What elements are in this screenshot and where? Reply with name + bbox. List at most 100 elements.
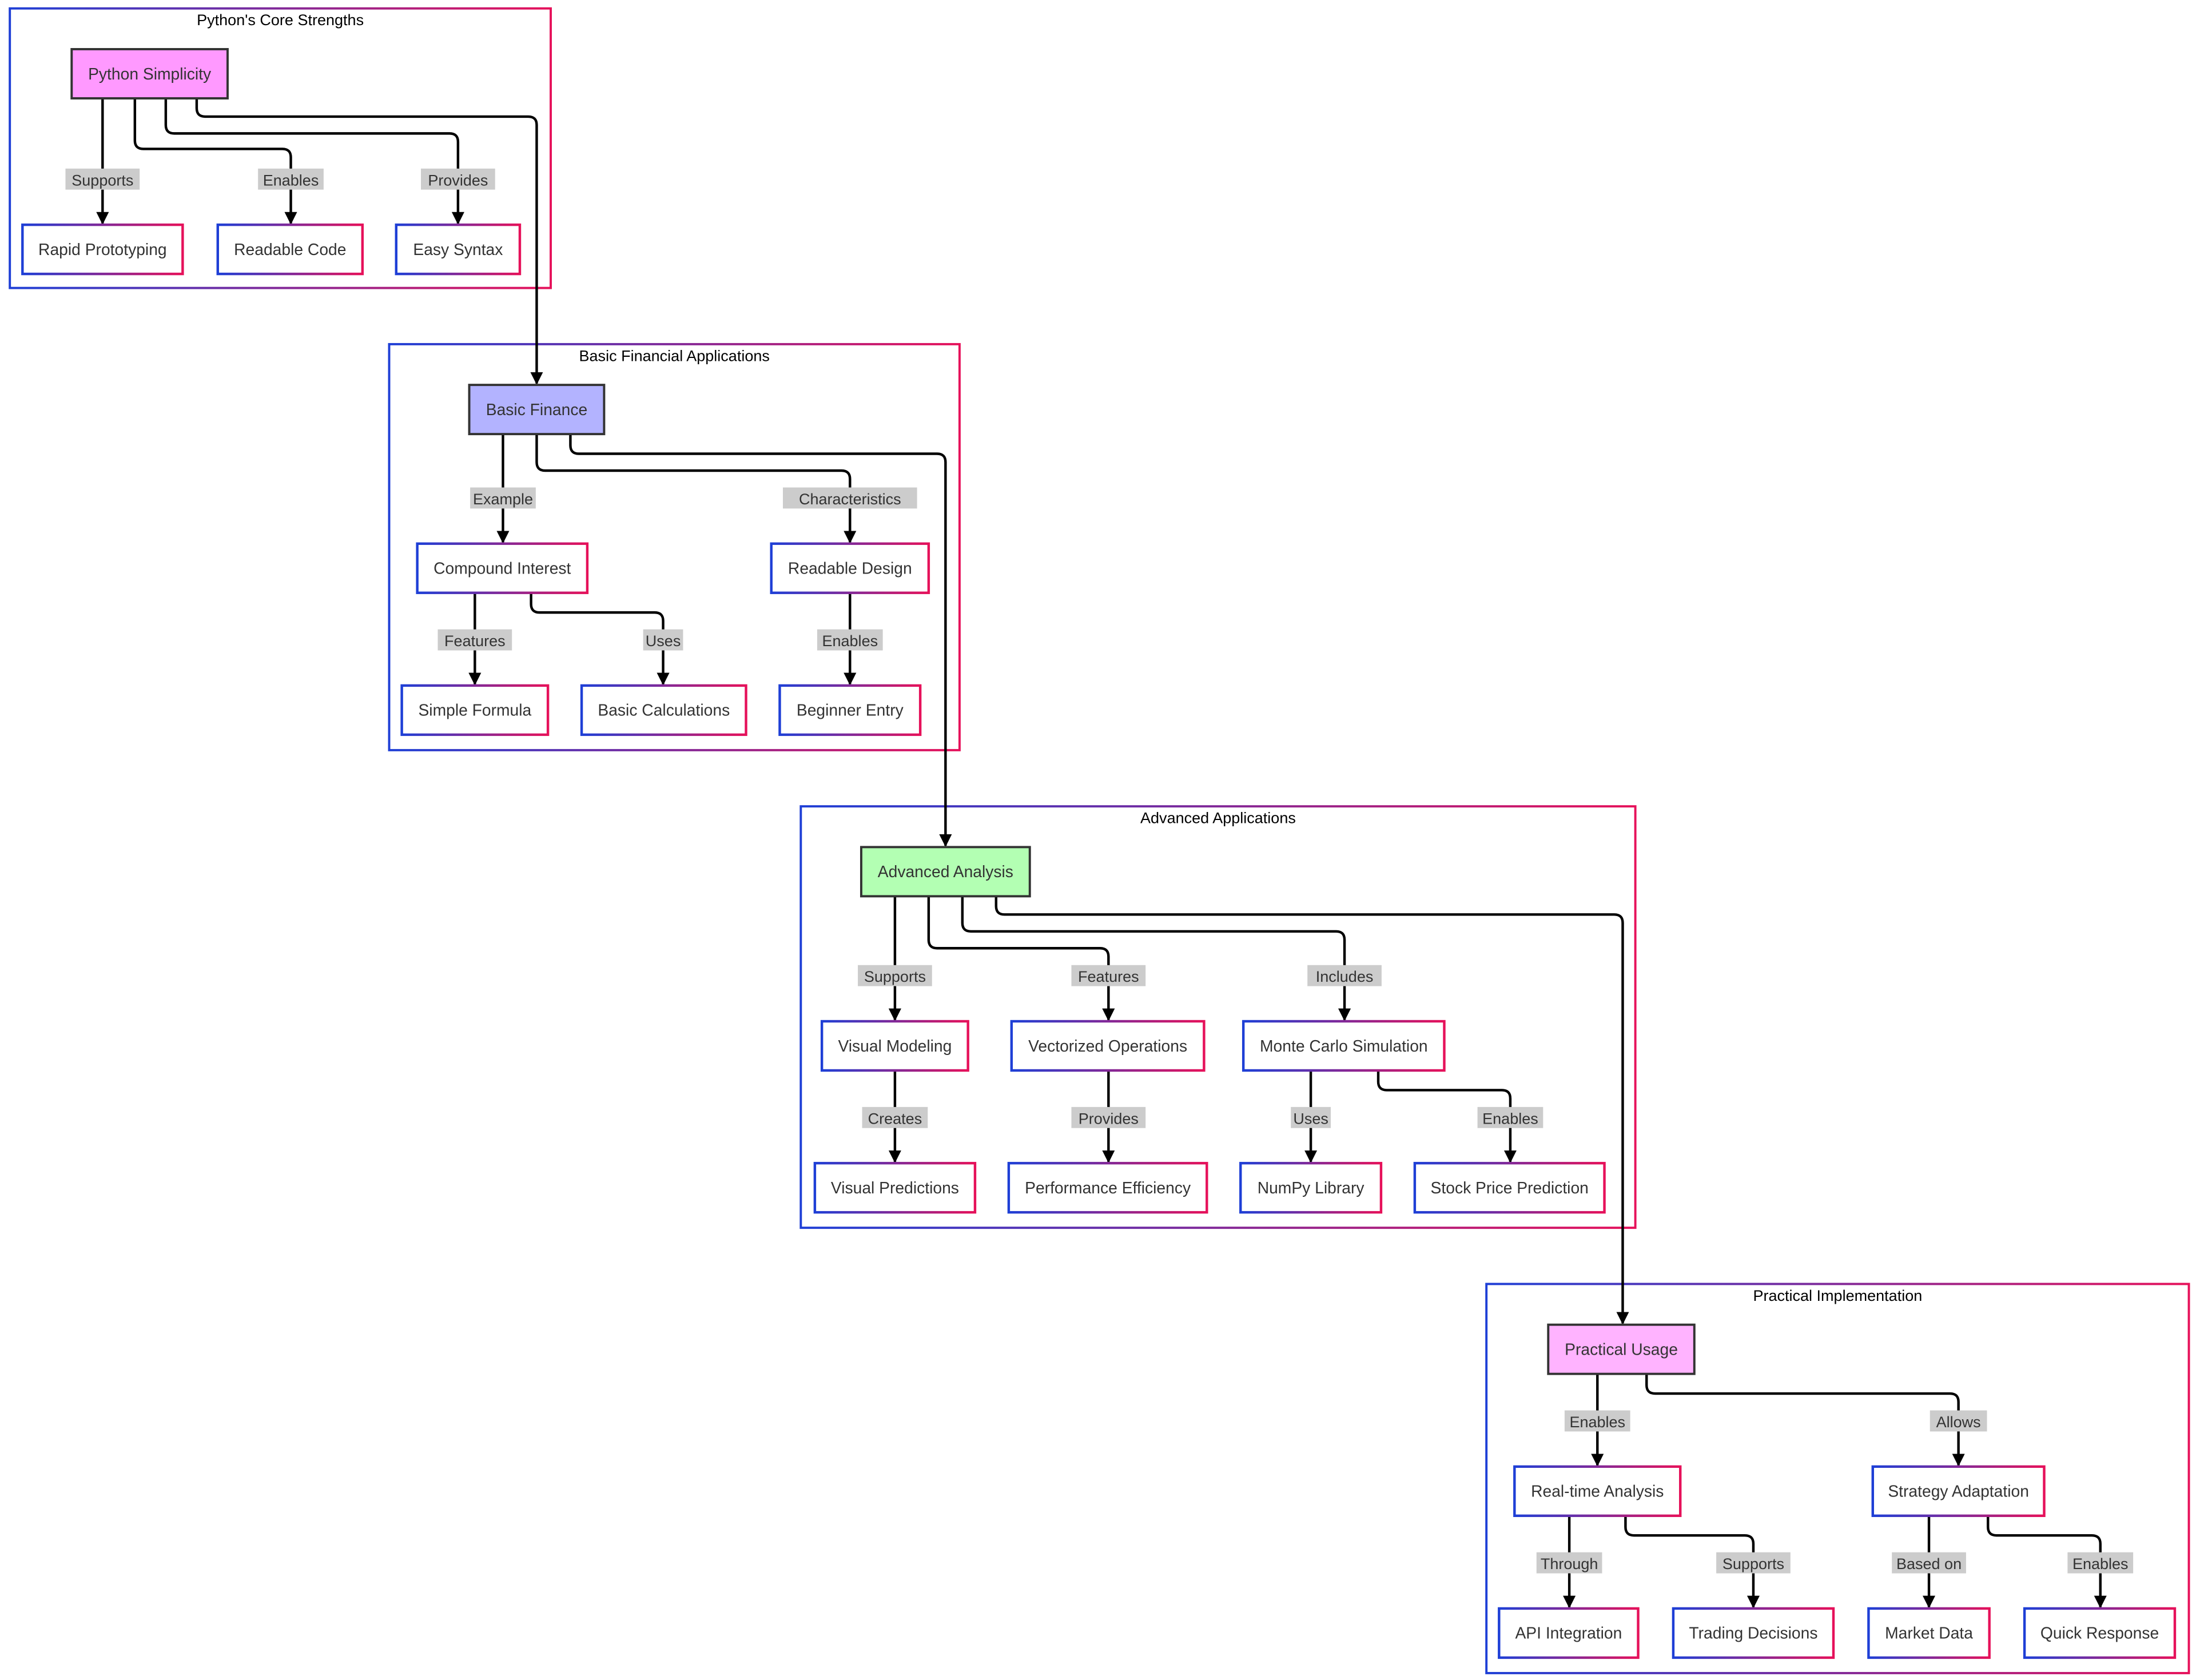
node-practical-usage[interactable]: Practical Usage [1547,1323,1696,1375]
edge-label-bg [1307,965,1382,986]
node-box [778,684,922,737]
node-beginner-entry[interactable]: Beginner Entry [778,684,922,737]
edge-compound-interest-to-basic-calculations [530,592,670,686]
edge-advanced-analysis-to-vectorized-operations [927,896,1115,1021]
edge-label-bg [643,629,683,651]
node-numpy-library[interactable]: NumPy Library [1239,1161,1383,1214]
edge-label-provides: Provides [421,168,495,190]
node-box [860,846,1031,898]
edge-label-text: Enables [822,632,878,650]
edge-python-simplicity-to-readable-code [133,98,297,225]
edge-label-enables: Enables [817,629,883,651]
node-box [1672,1607,1835,1659]
edge-label-supports: Supports [1716,1552,1791,1574]
node-vectorized-operations[interactable]: Vectorized Operations [1010,1020,1206,1072]
edge-label-bg [1536,1552,1602,1574]
edge-label-text: Enables [2072,1555,2129,1572]
edge-label-text: Allows [1936,1414,1981,1431]
node-box [813,1161,977,1214]
node-box [580,684,747,737]
edge-label-features: Features [437,629,512,651]
node-label: Stock Price Prediction [1431,1179,1589,1197]
node-label: Advanced Analysis [878,862,1013,881]
node-python-simplicity[interactable]: Python Simplicity [70,48,229,99]
node-label: Rapid Prototyping [38,240,167,258]
group-border [799,805,1637,1229]
node-simple-formula[interactable]: Simple Formula [400,684,550,737]
node-visual-modeling[interactable]: Visual Modeling [820,1020,969,1072]
edge-strategy-adaptation-to-quick-response [1987,1515,2107,1609]
edge-label-features: Features [1071,965,1146,986]
edge-label-provides: Provides [1071,1106,1146,1128]
node-strategy-adaptation[interactable]: Strategy Adaptation [1871,1465,2046,1517]
node-box [1513,1465,1682,1517]
edge-realtime-analysis-to-trading-decisions [1624,1515,1760,1609]
node-box [1867,1607,1991,1659]
node-box [1007,1161,1208,1214]
node-monte-carlo-simulation[interactable]: Monte Carlo Simulation [1242,1020,1446,1072]
edge-label-enables: Enables [1564,1410,1630,1432]
group-practical-implementation: Practical Implementation [1485,1283,2190,1674]
node-label: Visual Predictions [831,1179,959,1197]
node-label: Market Data [1885,1624,1973,1642]
edge-label-enables: Enables [1477,1106,1543,1128]
node-readable-code[interactable]: Readable Code [216,223,364,276]
edge-label-supports: Supports [65,168,140,190]
group-title: Practical Implementation [1753,1287,1922,1304]
node-api-integration[interactable]: API Integration [1498,1607,1640,1659]
edge-label-bg [258,168,324,190]
edge-label-bg [1477,1106,1543,1128]
node-compound-interest[interactable]: Compound Interest [416,542,589,594]
node-label: NumPy Library [1258,1179,1365,1197]
edge-label-includes: Includes [1307,965,1382,986]
edge-label-text: Enables [1482,1110,1538,1127]
edge-label-bg [1564,1410,1630,1432]
edge-label-bg [2067,1552,2134,1574]
edge-label-through: Through [1536,1552,1602,1574]
edge-label-bg [862,1106,928,1128]
node-easy-syntax[interactable]: Easy Syntax [395,223,522,276]
edge-label-text: Characteristics [799,491,901,508]
edge-label-text: Supports [71,172,133,189]
group-title: Python's Core Strengths [197,11,364,29]
node-readable-design[interactable]: Readable Design [770,542,930,594]
node-rapid-prototyping[interactable]: Rapid Prototyping [21,223,184,276]
node-box [2023,1607,2177,1659]
edge-label-text: Provides [1079,1110,1139,1127]
group-title: Advanced Applications [1140,810,1296,827]
node-stock-price-prediction[interactable]: Stock Price Prediction [1413,1161,1606,1214]
edge-label-bg [1071,1106,1146,1128]
edge-basic-finance-to-advanced-analysis [569,434,952,847]
node-label: Trading Decisions [1689,1624,1817,1642]
edge-label-bg [1716,1552,1791,1574]
node-visual-predictions[interactable]: Visual Predictions [813,1161,977,1214]
edge-label-text: Features [1078,968,1139,985]
node-label: Monte Carlo Simulation [1260,1037,1428,1055]
group-advanced-applications: Advanced Applications [799,805,1637,1229]
edge-label-creates: Creates [862,1106,928,1128]
group-border [388,343,961,751]
group-border [1485,1283,2190,1674]
node-box [70,48,229,99]
node-label: Python Simplicity [88,65,212,83]
node-box [468,384,606,436]
node-market-data[interactable]: Market Data [1867,1607,1991,1659]
edge-label-text: Supports [864,968,926,985]
node-basic-calculations[interactable]: Basic Calculations [580,684,747,737]
edge-label-bg [782,487,917,509]
edge-practical-usage-to-strategy-adaptation [1645,1374,1965,1467]
node-advanced-analysis[interactable]: Advanced Analysis [860,846,1031,898]
node-trading-decisions[interactable]: Trading Decisions [1672,1607,1835,1659]
node-real-time-analysis[interactable]: Real-time Analysis [1513,1465,1682,1517]
node-performance-efficiency[interactable]: Performance Efficiency [1007,1161,1208,1214]
node-label: Quick Response [2040,1624,2159,1642]
edge-label-bg [1071,965,1146,986]
node-label: Beginner Entry [797,701,904,719]
node-box [770,542,930,594]
edge-label-text: Features [444,632,506,650]
node-basic-finance[interactable]: Basic Finance [468,384,606,436]
edge-label-text: Provides [428,172,488,189]
node-quick-response[interactable]: Quick Response [2023,1607,2177,1659]
